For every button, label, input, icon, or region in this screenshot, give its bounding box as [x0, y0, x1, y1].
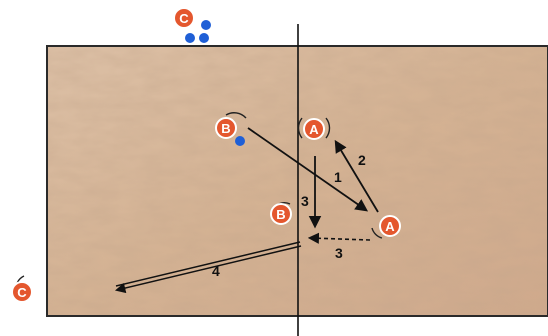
- player-label: C: [179, 11, 189, 26]
- ball-icon: [199, 33, 209, 43]
- arrows: [114, 127, 379, 294]
- sand-texture: [47, 46, 547, 316]
- player-a-bottom: A: [371, 215, 401, 239]
- player-facing-arc: [225, 112, 247, 119]
- player-facing-arc: [297, 117, 303, 139]
- ball-icon: [201, 20, 211, 30]
- arrow-label-2: 2: [358, 152, 366, 168]
- player-a-top: A: [297, 117, 331, 140]
- player-marker: [215, 117, 237, 139]
- arrow-label-3-dashed: 3: [335, 245, 343, 261]
- arrow-2-pass: [334, 139, 379, 213]
- arrow-3-dashed-move: [307, 232, 371, 244]
- players: C B A B A C: [11, 7, 401, 303]
- arrow-4-attack: [114, 245, 302, 294]
- arrow-labels: 1 2 3 3 4: [212, 152, 366, 279]
- player-facing-arc: [371, 227, 383, 239]
- balls: [185, 20, 245, 146]
- player-marker: [11, 281, 33, 303]
- player-b-middle: B: [270, 202, 292, 225]
- player-marker: [379, 215, 401, 237]
- arrow-1-pass: [247, 127, 369, 212]
- player-label: B: [221, 121, 230, 136]
- arrow-4-line-a: [115, 241, 301, 287]
- player-label: A: [309, 122, 319, 137]
- player-marker: [303, 118, 325, 140]
- player-c-bottom: C: [11, 275, 33, 303]
- ball-icon: [185, 33, 195, 43]
- court: [46, 24, 548, 336]
- player-marker: [173, 7, 195, 29]
- arrow-label-3-solid: 3: [301, 193, 309, 209]
- player-label: B: [276, 207, 285, 222]
- arrow-label-1: 1: [334, 169, 342, 185]
- player-label: C: [17, 285, 27, 300]
- player-b-left: B: [215, 112, 247, 139]
- player-facing-arc: [325, 117, 331, 139]
- player-label: A: [385, 219, 395, 234]
- arrow-label-4: 4: [212, 263, 220, 279]
- player-marker: [270, 203, 292, 225]
- player-c-top: C: [173, 7, 195, 29]
- ball-icon: [235, 136, 245, 146]
